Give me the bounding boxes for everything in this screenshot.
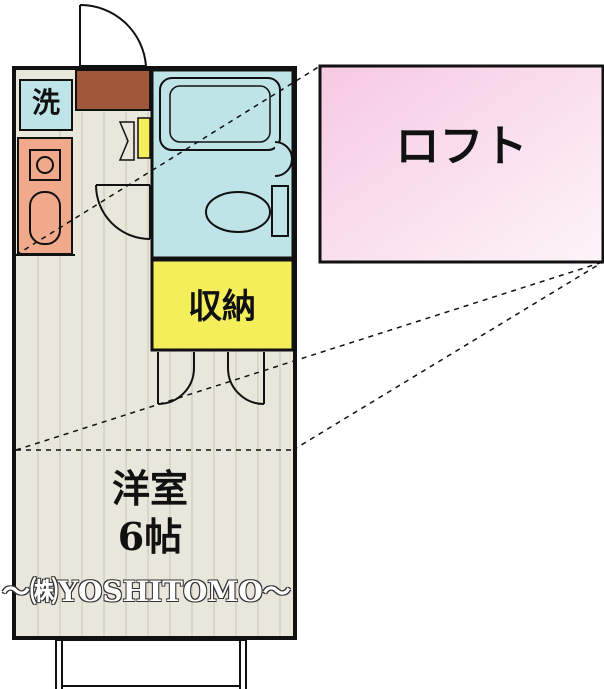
entrance-door bbox=[79, 3, 147, 67]
balcony bbox=[55, 639, 247, 689]
toilet-tank-icon bbox=[271, 185, 289, 237]
entrance-floor bbox=[75, 69, 151, 111]
closet-doors bbox=[157, 352, 265, 405]
sink-icon bbox=[274, 141, 293, 177]
stove-icon bbox=[29, 149, 61, 181]
floor-planks bbox=[37, 112, 281, 636]
loft-projection bbox=[15, 65, 604, 451]
kitchen-sink-icon bbox=[29, 191, 61, 245]
washer-label: 洗 bbox=[31, 86, 60, 119]
shoe-cabinet-icon bbox=[118, 121, 135, 161]
outer-walls bbox=[12, 66, 297, 640]
watermark-text: ～㈱YOSHITOMO～ bbox=[2, 575, 291, 608]
washer-space bbox=[19, 79, 73, 131]
storage-closet bbox=[150, 258, 295, 352]
bathtub-inner-icon bbox=[169, 85, 271, 143]
storage-label: 収納 bbox=[188, 287, 256, 327]
bath-door bbox=[95, 117, 151, 240]
toilet-icon bbox=[205, 191, 271, 233]
loft bbox=[318, 64, 604, 264]
western-room-label: 洋室 bbox=[111, 466, 188, 511]
bathtub-icon bbox=[159, 77, 281, 151]
room-size-label: 6帖 bbox=[117, 514, 183, 559]
loft-label: ロフト bbox=[395, 121, 528, 172]
stove-burner-icon bbox=[36, 156, 54, 174]
